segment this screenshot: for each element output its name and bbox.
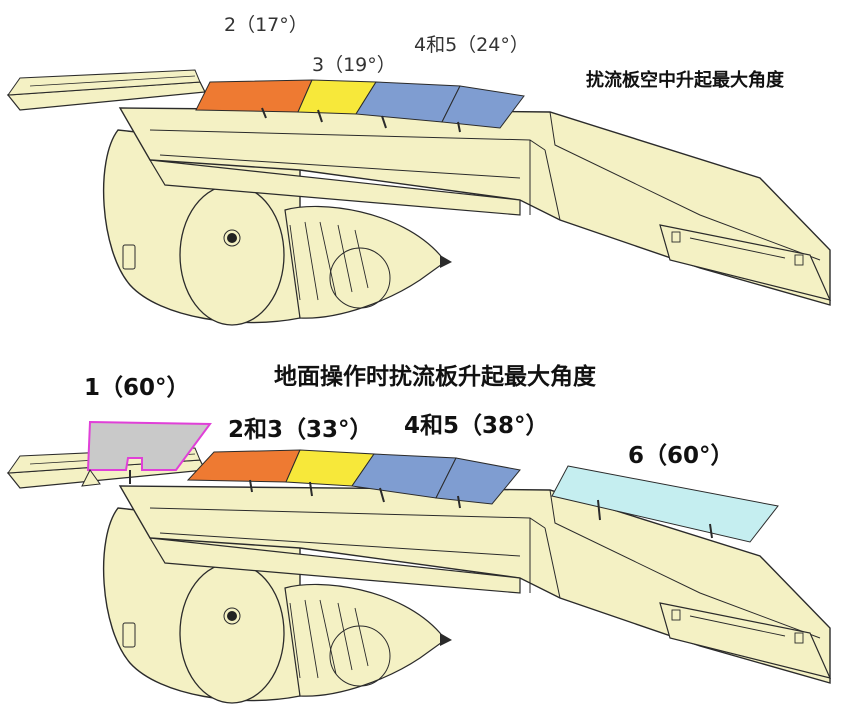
label-spoiler-2-flight: 2（17°） <box>224 14 308 36</box>
bottom-wing-assembly <box>7 420 831 704</box>
spoiler-5-bottom <box>435 457 521 505</box>
label-spoiler-2-3-ground: 2和3（33°） <box>228 417 373 443</box>
top-wing-assembly <box>7 69 831 326</box>
spoiler-2-bottom <box>186 449 301 483</box>
spoiler-1-bottom <box>86 420 212 471</box>
spoiler-6-bottom <box>551 465 779 543</box>
label-spoiler-4-5-flight: 4和5（24°） <box>414 34 529 56</box>
label-spoiler-3-flight: 3（19°） <box>312 54 396 76</box>
spoiler-5-top <box>441 85 525 129</box>
label-spoiler-6-ground: 6（60°） <box>628 443 734 469</box>
label-spoiler-1-ground: 1（60°） <box>84 375 190 401</box>
title-flight: 扰流板空中升起最大角度 <box>586 70 784 91</box>
title-ground: 地面操作时扰流板升起最大角度 <box>274 364 596 390</box>
label-spoiler-4-5-ground: 4和5（38°） <box>404 413 549 439</box>
spoiler-2-top <box>195 79 313 113</box>
